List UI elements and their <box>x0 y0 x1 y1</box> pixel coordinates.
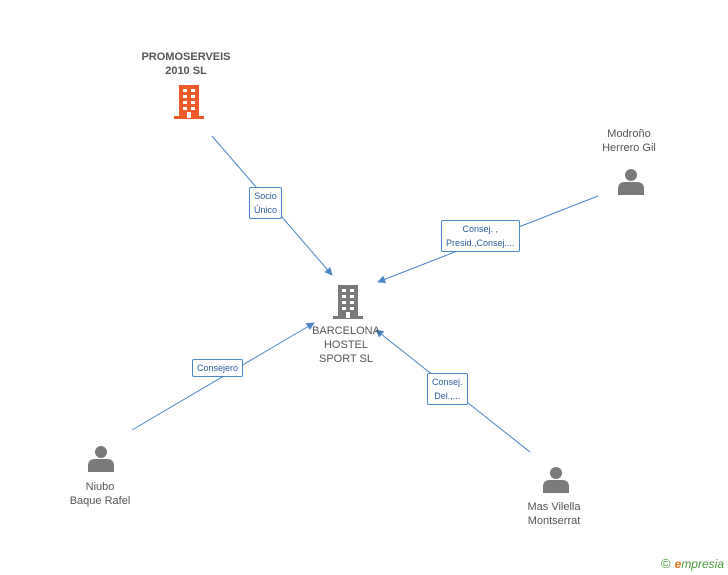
edge-label-line2: Único <box>254 205 278 215</box>
copyright-symbol: © <box>661 556 671 571</box>
node-name-line2: 2010 SL <box>165 65 207 77</box>
edge-label-line2: Del.,... <box>434 391 461 401</box>
node-name-line2: Baque Rafel <box>69 495 131 507</box>
edge-label-line2: Presid.,Consej.... <box>446 238 515 248</box>
node-name-line3: SPORT SL <box>318 353 373 365</box>
node-label-promoserveis[interactable]: PROMOSERVEIS 2010 SL <box>120 50 252 78</box>
brand-name: mpresia <box>681 557 724 571</box>
node-name-line1: BARCELONA <box>312 325 380 337</box>
node-name-line1: Niubo <box>85 481 115 493</box>
node-label-mas-vilella[interactable]: Mas Vilella Montserrat <box>504 500 604 528</box>
node-name-line2: Montserrat <box>527 515 581 527</box>
building-icon[interactable] <box>172 84 206 120</box>
edge-label-consej-presid[interactable]: Consej. , Presid.,Consej.... <box>441 220 520 252</box>
person-icon[interactable] <box>87 444 115 472</box>
node-name-line2: HOSTEL <box>323 339 368 351</box>
node-name-line1: Modroño <box>607 128 651 140</box>
edge-label-consejero[interactable]: Consejero <box>192 359 244 377</box>
edge-label-line1: Consej. <box>432 377 463 387</box>
edge-label-line1: Consej. , <box>462 224 499 234</box>
edge-label-line1: Consejero <box>197 363 239 373</box>
building-icon[interactable] <box>331 284 365 320</box>
person-icon[interactable] <box>617 167 645 195</box>
node-name-line2: Herrero Gil <box>602 142 656 154</box>
node-label-modrono[interactable]: Modroño Herrero Gil <box>579 127 679 155</box>
brand-initial: e <box>674 557 682 571</box>
empresia-watermark: ©empresia <box>661 556 724 571</box>
node-label-barcelona-hostel[interactable]: BARCELONA HOSTEL SPORT SL <box>296 324 396 366</box>
node-name-line1: PROMOSERVEIS <box>141 51 231 63</box>
edge-label-consej-del[interactable]: Consej. Del.,... <box>427 373 468 405</box>
edge-label-socio-unico[interactable]: Socio Único <box>249 187 283 219</box>
node-label-niubo[interactable]: Niubo Baque Rafel <box>50 480 150 508</box>
node-name-line1: Mas Vilella <box>527 501 581 513</box>
person-icon[interactable] <box>542 465 570 493</box>
edge-label-line1: Socio <box>254 191 277 201</box>
